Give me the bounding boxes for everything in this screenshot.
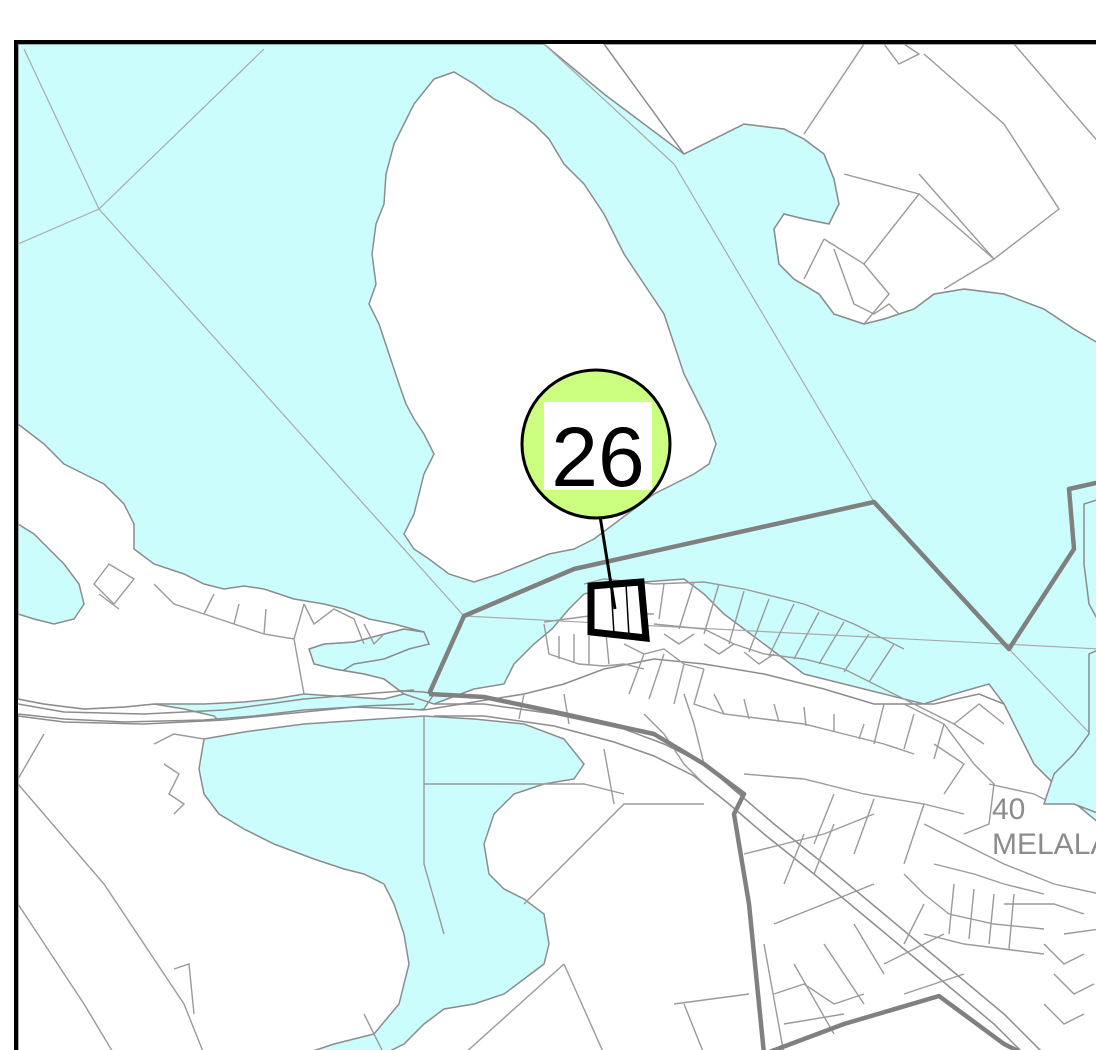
south-land xyxy=(18,658,1096,1050)
site-outline xyxy=(587,578,650,642)
district-boundary-road xyxy=(428,691,766,1050)
marker-label-background xyxy=(544,402,652,490)
map-frame[interactable]: 26 40 MELALA xyxy=(14,40,1096,1050)
west-spit xyxy=(18,523,85,625)
district-boundaries xyxy=(426,480,1096,1050)
north-east-land xyxy=(603,44,1096,343)
east-water xyxy=(1042,499,1096,814)
district-boundary-north xyxy=(426,480,1096,695)
map-canvas[interactable]: 26 40 MELALA xyxy=(18,44,1096,1050)
south-bay xyxy=(198,715,585,1050)
west-shore xyxy=(18,423,425,710)
district-label: 40 MELALA xyxy=(992,793,1096,861)
site-marker[interactable]: 26 xyxy=(520,368,672,610)
marker-leader-line xyxy=(598,515,617,610)
south-water xyxy=(198,715,585,1050)
highlighted-site[interactable] xyxy=(587,578,650,642)
district-boundary-south xyxy=(768,993,1022,1050)
marker-number: 26 xyxy=(551,410,644,504)
district-number: 40 xyxy=(992,793,1025,826)
parcel-lines xyxy=(18,44,1096,1050)
district-name: MELALA xyxy=(992,828,1096,861)
